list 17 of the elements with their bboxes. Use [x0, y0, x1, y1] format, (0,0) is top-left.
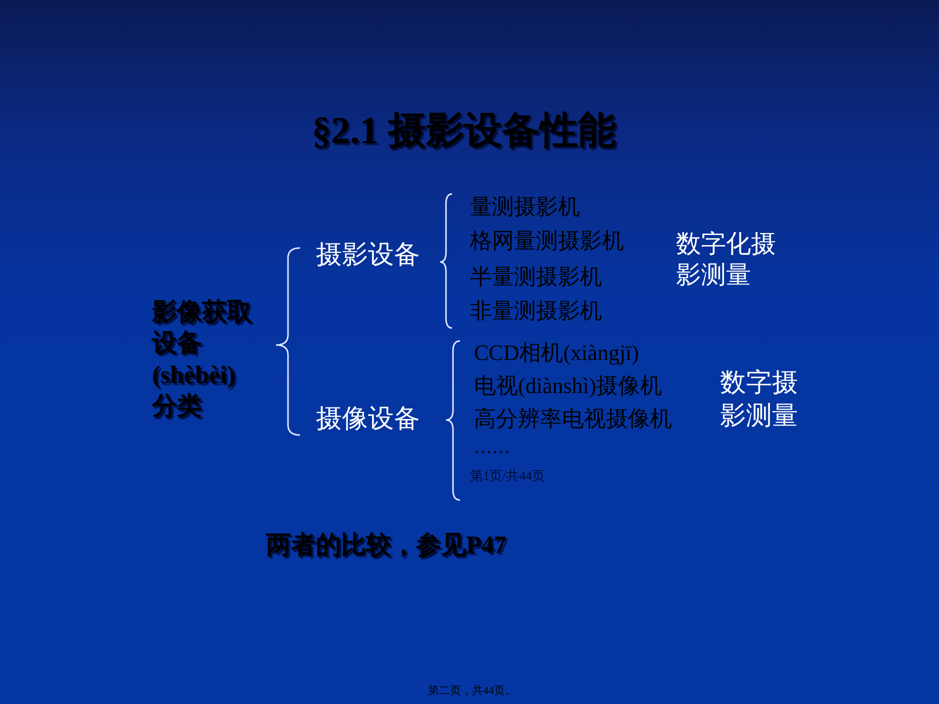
reference-note: 两者的比较，参见P47 — [266, 530, 506, 561]
list-item: 格网量测摄影机 — [470, 227, 624, 254]
slide-title: §2.1 摄影设备性能 — [312, 109, 616, 154]
list-item: CCD相机(xiàngjī) — [474, 339, 639, 366]
branch-label: 摄影设备 — [316, 239, 420, 271]
ellipsis: …… — [474, 436, 510, 458]
list-item: 高分辨率电视摄像机 — [474, 405, 672, 432]
page-number: 第1页/共44页 — [470, 468, 546, 484]
list-item: 非量测摄影机 — [470, 297, 602, 324]
root-label: 影像获取设备(shèbèi)分类 — [152, 298, 253, 422]
page-number: 第二页，共44页。 — [428, 685, 516, 699]
list-item: 半量测摄影机 — [470, 263, 602, 290]
list-item: 量测摄影机 — [470, 193, 580, 220]
list-item: 电视(diànshì)摄像机 — [474, 372, 662, 400]
branch-label: 摄像设备 — [316, 403, 420, 435]
side-note: 数字摄影测量 — [720, 367, 799, 432]
side-note: 数字化摄影测量 — [676, 230, 777, 292]
